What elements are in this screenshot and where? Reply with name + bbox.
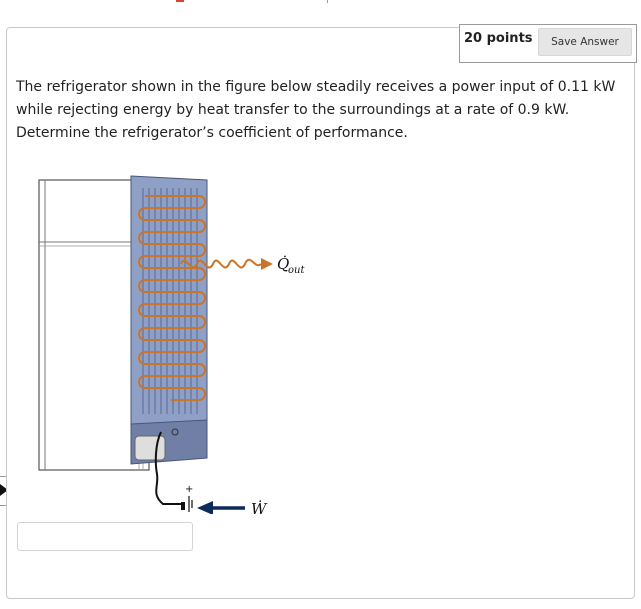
save-answer-button[interactable]: Save Answer: [538, 28, 632, 56]
condenser-panel: [130, 175, 208, 425]
work-symbol: Ẇ: [251, 500, 268, 514]
power-cord: [154, 431, 183, 505]
points-header: 20 points Save Answer: [459, 24, 637, 63]
top-decoration-red: [176, 0, 184, 2]
plus-sign: +: [185, 484, 193, 495]
compressor-compartment: [130, 419, 208, 465]
question-text: The refrigerator shown in the figure bel…: [16, 79, 616, 141]
heat-out-subscript: out: [288, 265, 305, 276]
refrigerator-figure: Q̇ out + − Ẇ: [38, 175, 305, 514]
points-label: 20 points: [464, 31, 533, 46]
plug-terminals: [181, 496, 193, 512]
answer-input[interactable]: [17, 522, 193, 551]
heat-out-arrow: [180, 258, 273, 270]
question-card: 20 points Save Answer The refrigerator s…: [6, 24, 637, 599]
condenser-coil: [138, 195, 206, 401]
current-question-arrow-icon: [0, 484, 8, 496]
heat-out-symbol: Q̇: [277, 255, 289, 273]
top-decoration-gray: [327, 0, 328, 3]
work-input-arrow: [197, 501, 245, 514]
